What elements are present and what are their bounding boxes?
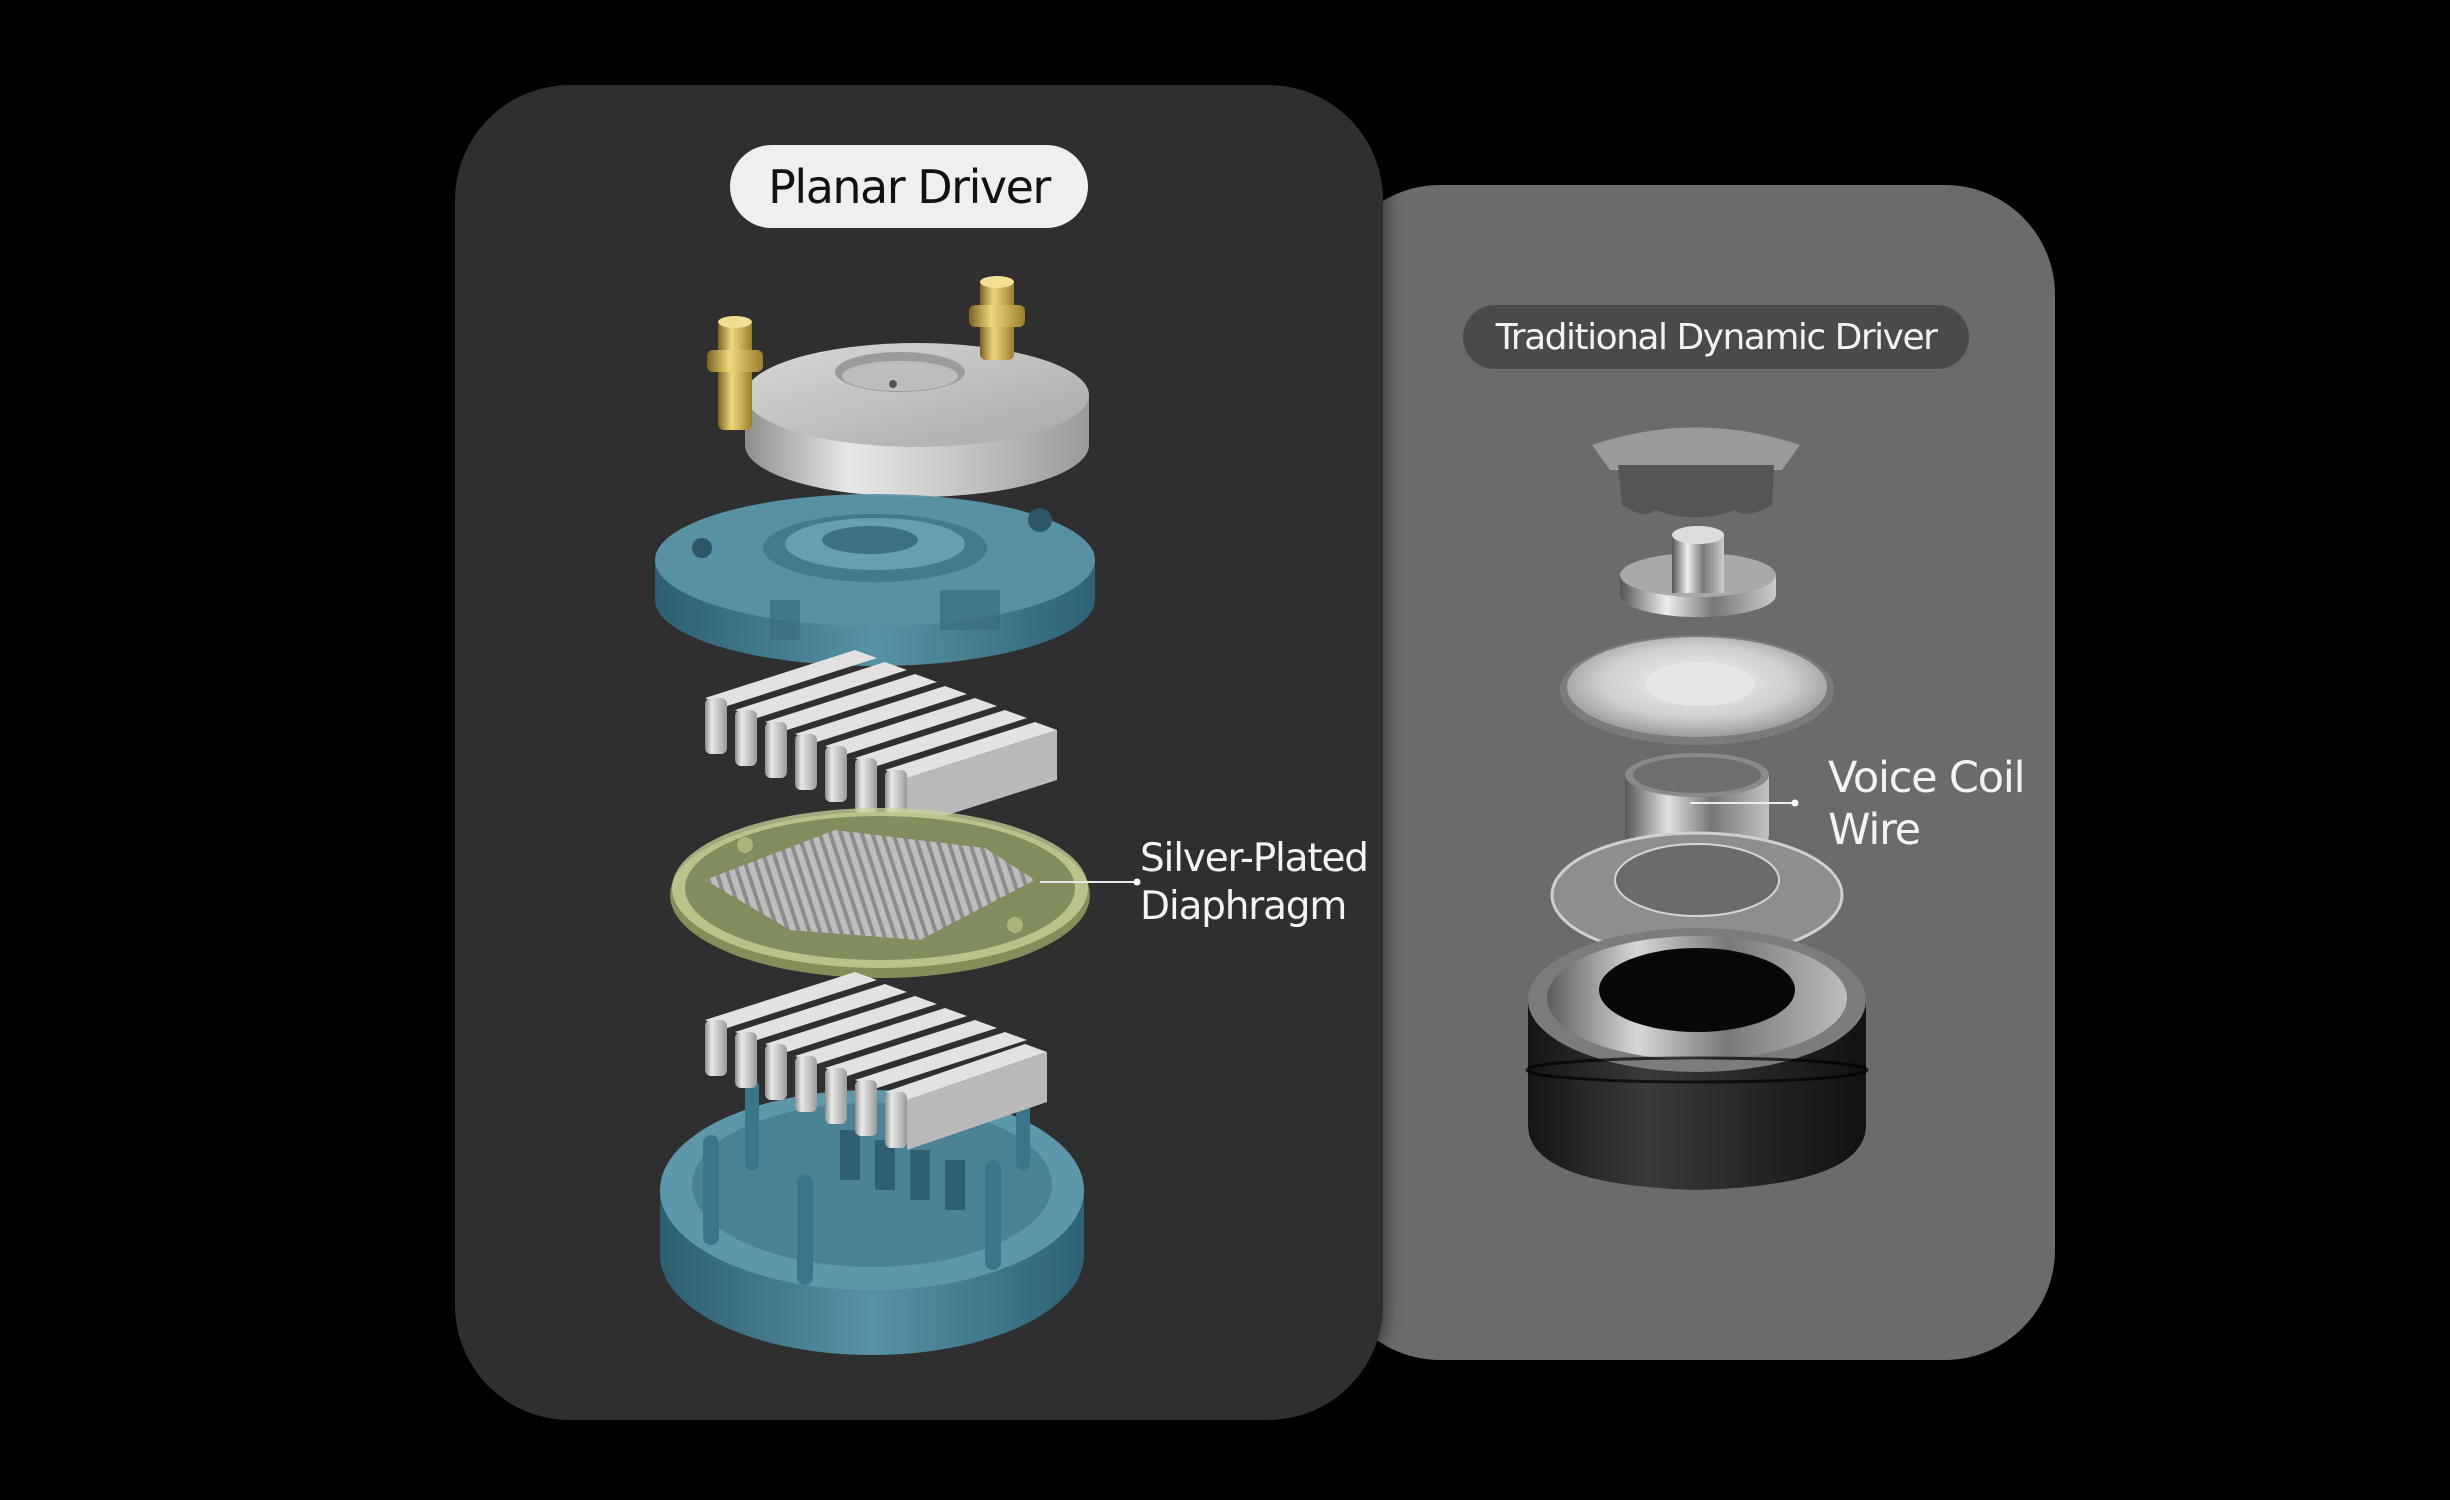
magnet-bar-top <box>825 698 997 754</box>
diaphragm-callout-line2: Diaphragm <box>1140 884 1347 929</box>
magnet-bar-top <box>795 1008 967 1064</box>
planar-driver-title-badge: Planar Driver <box>730 145 1088 228</box>
magnet-bar-top <box>705 972 877 1028</box>
voice-coil-callout-line2: Wire <box>1828 805 1921 855</box>
voice-coil-leader-dot <box>1791 799 1799 807</box>
magnet-bar-side <box>705 1020 727 1076</box>
dynamic-driver-title: Traditional Dynamic Driver <box>1495 316 1938 358</box>
magnet-bar-top <box>885 1044 1047 1100</box>
voice-coil-callout: Voice Coil Wire <box>1828 752 2026 856</box>
dynamic-driver-title-badge: Traditional Dynamic Driver <box>1463 305 1969 369</box>
magnet-bar-top <box>705 650 877 706</box>
magnet-bar-top <box>885 722 1057 778</box>
brass-pin-left <box>707 316 763 430</box>
magnet-bar-top <box>735 662 907 718</box>
magnet-bar-top <box>765 996 937 1052</box>
magnet-bar-side <box>795 1056 817 1112</box>
diaphragm-callout: Silver-Plated Diaphragm <box>1140 835 1369 931</box>
magnet-bar-face <box>907 1052 1047 1150</box>
dynamic-magnet-cup-component <box>1525 928 1869 1190</box>
magnet-bar-side <box>855 758 877 814</box>
silver-plated-diaphragm-component <box>670 808 1090 978</box>
dynamic-dome-diaphragm-component <box>1560 635 1834 745</box>
planar-rear-housing-component <box>660 1080 1084 1355</box>
planar-driver-title: Planar Driver <box>768 159 1051 214</box>
dynamic-nozzle-component <box>1592 427 1800 518</box>
magnet-bar-side <box>735 710 757 766</box>
magnet-bar-side <box>765 1044 787 1100</box>
magnet-bar-side <box>705 698 727 754</box>
planar-lower-magnet-array <box>705 972 1047 1150</box>
magnet-bar-side <box>795 734 817 790</box>
diaphragm-callout-line1: Silver-Plated <box>1140 836 1369 881</box>
magnet-bar-side <box>735 1032 757 1088</box>
magnet-bar-top <box>855 710 1027 766</box>
magnet-bar-top <box>735 984 907 1040</box>
planar-upper-magnet-array <box>705 650 1057 828</box>
planar-backplate-component <box>707 276 1089 497</box>
magnet-bar-side <box>885 1092 907 1148</box>
magnet-bar-side <box>825 746 847 802</box>
magnet-bar-top <box>765 674 937 730</box>
magnet-bar-top <box>795 686 967 742</box>
magnet-bar-face <box>907 730 1057 828</box>
dynamic-pole-piece-component <box>1620 526 1776 617</box>
magnet-bar-side <box>825 1068 847 1124</box>
diaphragm-leader-dot <box>1133 878 1141 886</box>
magnet-bar-top <box>825 1020 997 1076</box>
magnet-bar-side <box>765 722 787 778</box>
magnet-bar-top <box>855 1032 1027 1088</box>
magnet-bar-side <box>855 1080 877 1136</box>
brass-pin-right <box>969 276 1025 360</box>
voice-coil-callout-line1: Voice Coil <box>1828 753 2026 803</box>
planar-front-housing-component <box>655 494 1095 666</box>
